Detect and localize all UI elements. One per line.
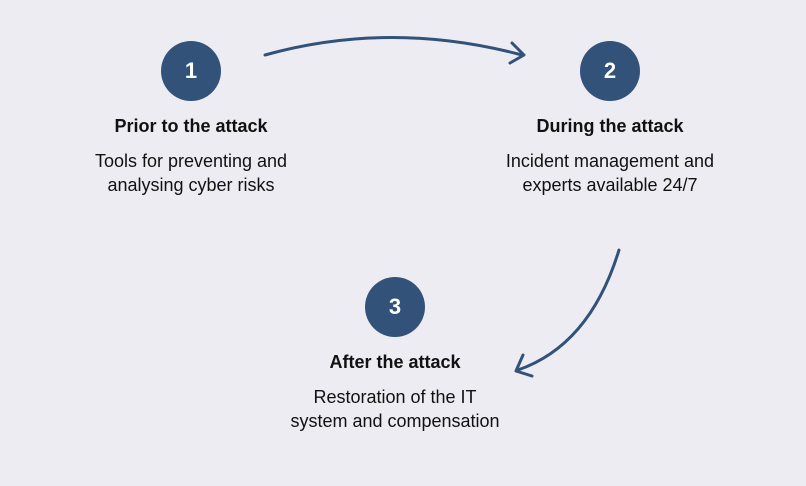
- step-3-description: Restoration of the IT system and compens…: [290, 387, 500, 431]
- step-2-number-badge: 2: [580, 41, 640, 101]
- step-after-attack: 3 After the attack Restoration of the IT…: [290, 277, 500, 433]
- step-3-title: After the attack: [329, 352, 461, 372]
- step-3-number-badge: 3: [365, 277, 425, 337]
- arrow-step1-to-step2: [263, 36, 526, 65]
- arrow-step2-to-step3: [514, 248, 621, 378]
- step-1-description: Tools for preventing and analysing cyber…: [94, 151, 288, 195]
- step-prior-to-attack: 1 Prior to the attack Tools for preventi…: [85, 41, 297, 197]
- step-1-number-badge: 1: [161, 41, 221, 101]
- step-1-title: Prior to the attack: [114, 116, 268, 136]
- step-2-title: During the attack: [536, 116, 684, 136]
- step-during-attack: 2 During the attack Incident management …: [500, 41, 720, 197]
- step-2-description: Incident management and experts availabl…: [505, 151, 715, 195]
